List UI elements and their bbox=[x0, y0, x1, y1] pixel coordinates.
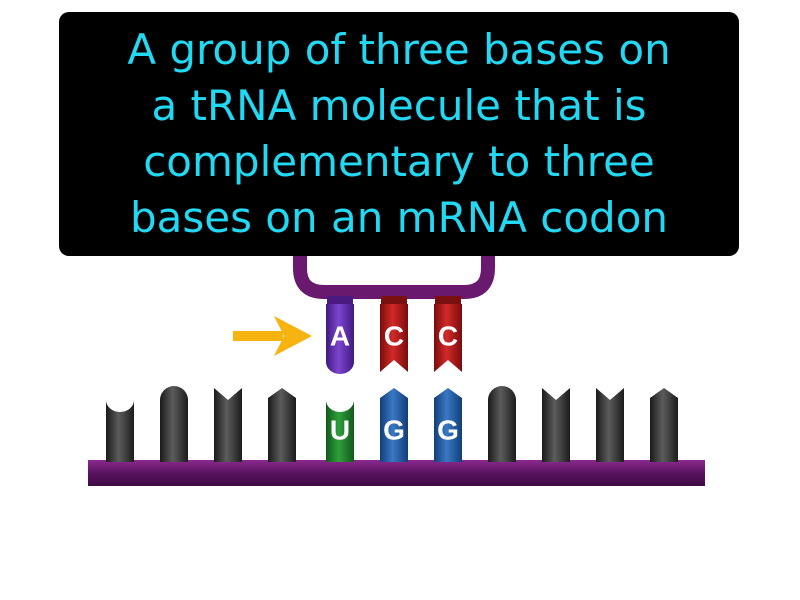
codon-base-U bbox=[326, 400, 354, 462]
mrna-base-2 bbox=[160, 386, 188, 462]
mrna-base-6 bbox=[542, 388, 570, 462]
anticodon-letter: C bbox=[438, 320, 458, 351]
codon-base-G-2 bbox=[434, 388, 462, 462]
anticodon-base-C-2 bbox=[434, 304, 462, 372]
caption-line: A group of three bases on bbox=[127, 25, 671, 74]
trna-backbone-loop bbox=[293, 238, 495, 299]
mrna-base-1 bbox=[106, 400, 134, 462]
caption-line: bases on an mRNA codon bbox=[129, 193, 669, 242]
codon-letter: G bbox=[383, 414, 405, 445]
anticodon-base-A bbox=[326, 304, 354, 374]
caption-line: complementary to three bbox=[143, 137, 655, 186]
mrna-base-5 bbox=[488, 386, 516, 462]
mrna-base-4 bbox=[268, 388, 296, 462]
caption-line: a tRNA molecule that is bbox=[151, 81, 647, 130]
mrna-base-8 bbox=[650, 388, 678, 462]
codon-base-G-1 bbox=[380, 388, 408, 462]
mrna-backbone bbox=[88, 460, 705, 486]
anticodon-letter: A bbox=[330, 320, 350, 351]
mrna-base-3 bbox=[214, 388, 242, 462]
anticodon-letter: C bbox=[384, 320, 404, 351]
anticodon-base-C-1 bbox=[380, 304, 408, 372]
definition-caption: A group of three bases on a tRNA molecul… bbox=[59, 12, 739, 256]
mrna-base-7 bbox=[596, 388, 624, 462]
codon-letter: G bbox=[437, 414, 459, 445]
codon-letter: U bbox=[330, 414, 350, 445]
arrow-right-icon bbox=[233, 316, 312, 356]
